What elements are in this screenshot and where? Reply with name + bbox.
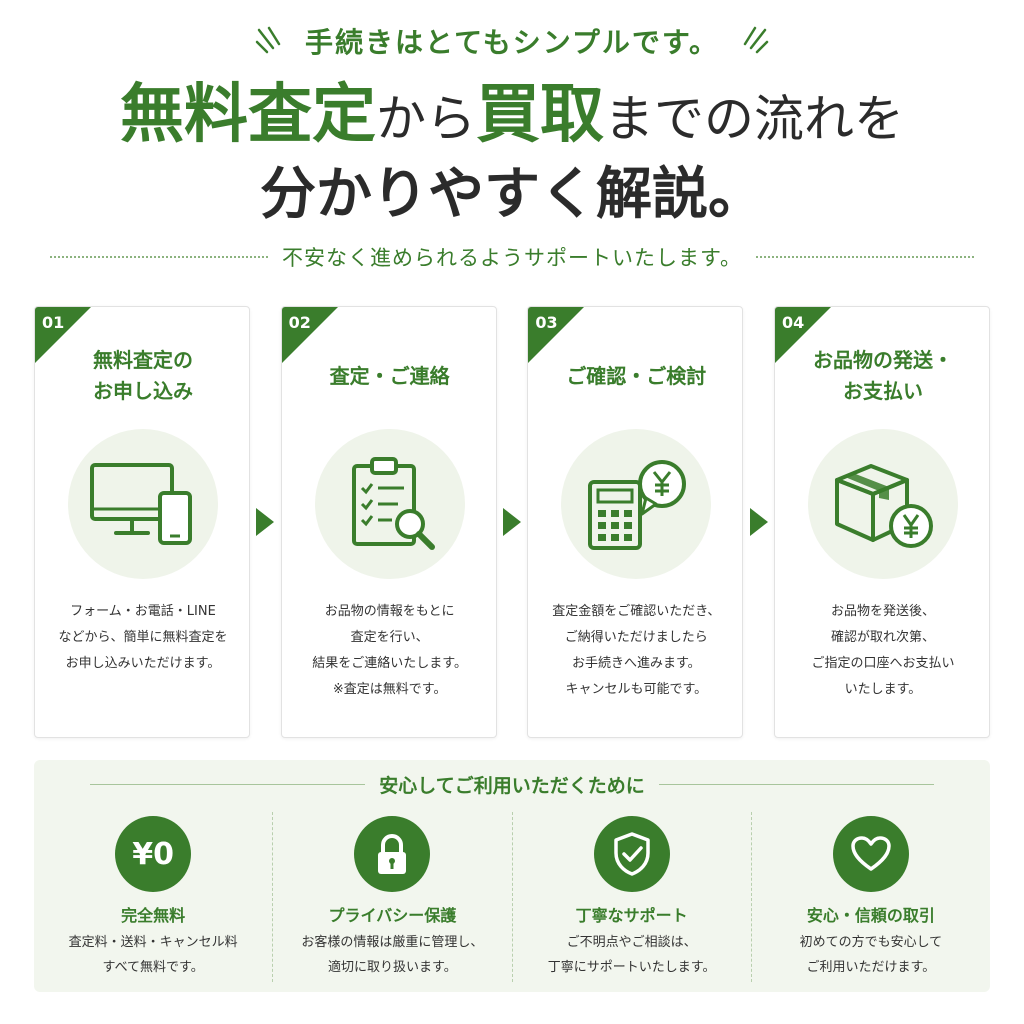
arrow-right-icon — [251, 306, 279, 738]
step-description: お品物を発送後、 確認が取れ次第、 ご指定の口座へお支払い いたします。 — [811, 604, 955, 697]
step-icon-circle — [561, 429, 712, 579]
step-description: お品物の情報をもとに 査定を行い、 結果をご連絡いたします。 ※査定は無料です。 — [312, 604, 467, 697]
assurance-title: 安心してご利用いただくために — [379, 774, 645, 797]
assurance-header: 安心してご利用いただくために — [90, 770, 934, 798]
step-number-corner: 04 — [774, 307, 831, 363]
step-title: お品物の発送・ お支払い — [812, 348, 953, 403]
sparkle-left-icon — [255, 26, 281, 54]
package-yen-icon — [834, 464, 933, 548]
step-title: 無料査定の お申し込み — [93, 348, 193, 403]
headline-from: から — [376, 90, 476, 148]
step-card-1: 01 無料査定の お申し込み フォーム・お電話・LINE などから、簡単に無料査… — [34, 306, 250, 738]
step-description: フォーム・お電話・LINE などから、簡単に無料査定を お申し込みいただけます。 — [58, 604, 228, 671]
assurance-panel: 安心してご利用いただくために ¥0 完全無料 査定料・送料・キャンセル料 すべて… — [34, 760, 990, 992]
step-number: 01 — [42, 313, 65, 332]
feature-description: お客様の情報は厳重に管理し、 適切に取り扱います。 — [301, 935, 484, 975]
shield-check-icon — [593, 816, 670, 892]
step-number: 04 — [781, 313, 805, 332]
headline-free-appraisal: 無料査定 — [120, 77, 376, 152]
step-number: 03 — [535, 313, 558, 332]
step-card-2: 02 査定・ご連絡 お品物の情報をもとに 査定を行い、 結果をご連絡いたします。… — [280, 306, 497, 738]
step-number: 02 — [288, 313, 311, 332]
step-card-4: 04 お品物の発送・ お支払い お品物を発送後、 確認が取れ次第、 ご指定の口座… — [773, 306, 990, 738]
features-row: ¥0 完全無料 査定料・送料・キャンセル料 すべて無料です。 プライバシー保護 … — [34, 812, 990, 982]
feature-title: プライバシー保護 — [328, 906, 457, 925]
headline-purchase: 買取 — [476, 77, 604, 152]
step-title: ご確認・ご検討 — [566, 363, 707, 388]
step-number-corner: 02 — [281, 307, 338, 363]
divider-right — [658, 783, 934, 785]
headline-line-2: 分かりやすく解説。 — [260, 161, 764, 227]
kicker-text: 手続きはとてもシンプルです。 — [304, 26, 720, 59]
lock-icon — [354, 816, 431, 892]
heart-icon — [832, 816, 909, 892]
feature-trust: 安心・信頼の取引 初めての方でも安心して ご利用いただけます。 — [750, 812, 990, 982]
yen-zero-text: ¥0 — [132, 836, 174, 872]
step-icon-circle — [68, 429, 218, 579]
step-number-corner: 03 — [528, 307, 585, 363]
arrow-right-icon — [498, 306, 526, 738]
divider-left — [90, 783, 366, 785]
feature-privacy: プライバシー保護 お客様の情報は厳重に管理し、 適切に取り扱います。 — [272, 812, 511, 982]
feature-description: 査定料・送料・キャンセル料 すべて無料です。 — [68, 935, 238, 975]
feature-support: 丁寧なサポート ご不明点やご相談は、 丁寧にサポートいたします。 — [511, 812, 751, 982]
computer-and-phone-icon — [90, 463, 192, 545]
arrow-right-icon — [745, 306, 773, 738]
steps-row: 01 無料査定の お申し込み フォーム・お電話・LINE などから、簡単に無料査… — [34, 306, 990, 738]
subheading-row: 不安なく進められるようサポートいたします。 — [50, 240, 974, 274]
subheading: 不安なく進められるようサポートいたします。 — [282, 246, 742, 270]
clipboard-checklist-icon — [351, 457, 435, 550]
calculator-yen-icon — [588, 460, 687, 550]
yen-zero-icon: ¥0 — [115, 816, 192, 892]
kicker: 手続きはとてもシンプルです。 — [0, 18, 1024, 64]
step-description: 査定金額をご確認いただき、 ご納得いただけましたら お手続きへ進みます。 キャン… — [552, 604, 721, 697]
feature-free: ¥0 完全無料 査定料・送料・キャンセル料 すべて無料です。 — [34, 812, 272, 982]
step-icon-circle — [314, 429, 465, 579]
step-title: 査定・ご連絡 — [329, 363, 450, 388]
dotted-divider-right — [755, 256, 974, 258]
dotted-divider-left — [50, 256, 269, 258]
feature-description: ご不明点やご相談は、 丁寧にサポートいたします。 — [547, 935, 716, 975]
step-icon-circle — [807, 429, 958, 579]
feature-title: 安心・信頼の取引 — [806, 906, 935, 925]
feature-title: 丁寧なサポート — [575, 906, 688, 925]
headline-until-flow: までの流れを — [604, 90, 904, 148]
feature-description: 初めての方でも安心して ご利用いただけます。 — [799, 935, 943, 975]
headline-line-1: 無料査定から買取までの流れを — [0, 76, 1024, 154]
sparkle-right-icon — [743, 26, 769, 54]
step-number-corner: 01 — [35, 307, 91, 363]
feature-title: 完全無料 — [121, 906, 186, 925]
step-card-3: 03 ご確認・ご検討 査定金額をご確認いただき、 ご納得いただけましたら お手続… — [527, 306, 744, 738]
